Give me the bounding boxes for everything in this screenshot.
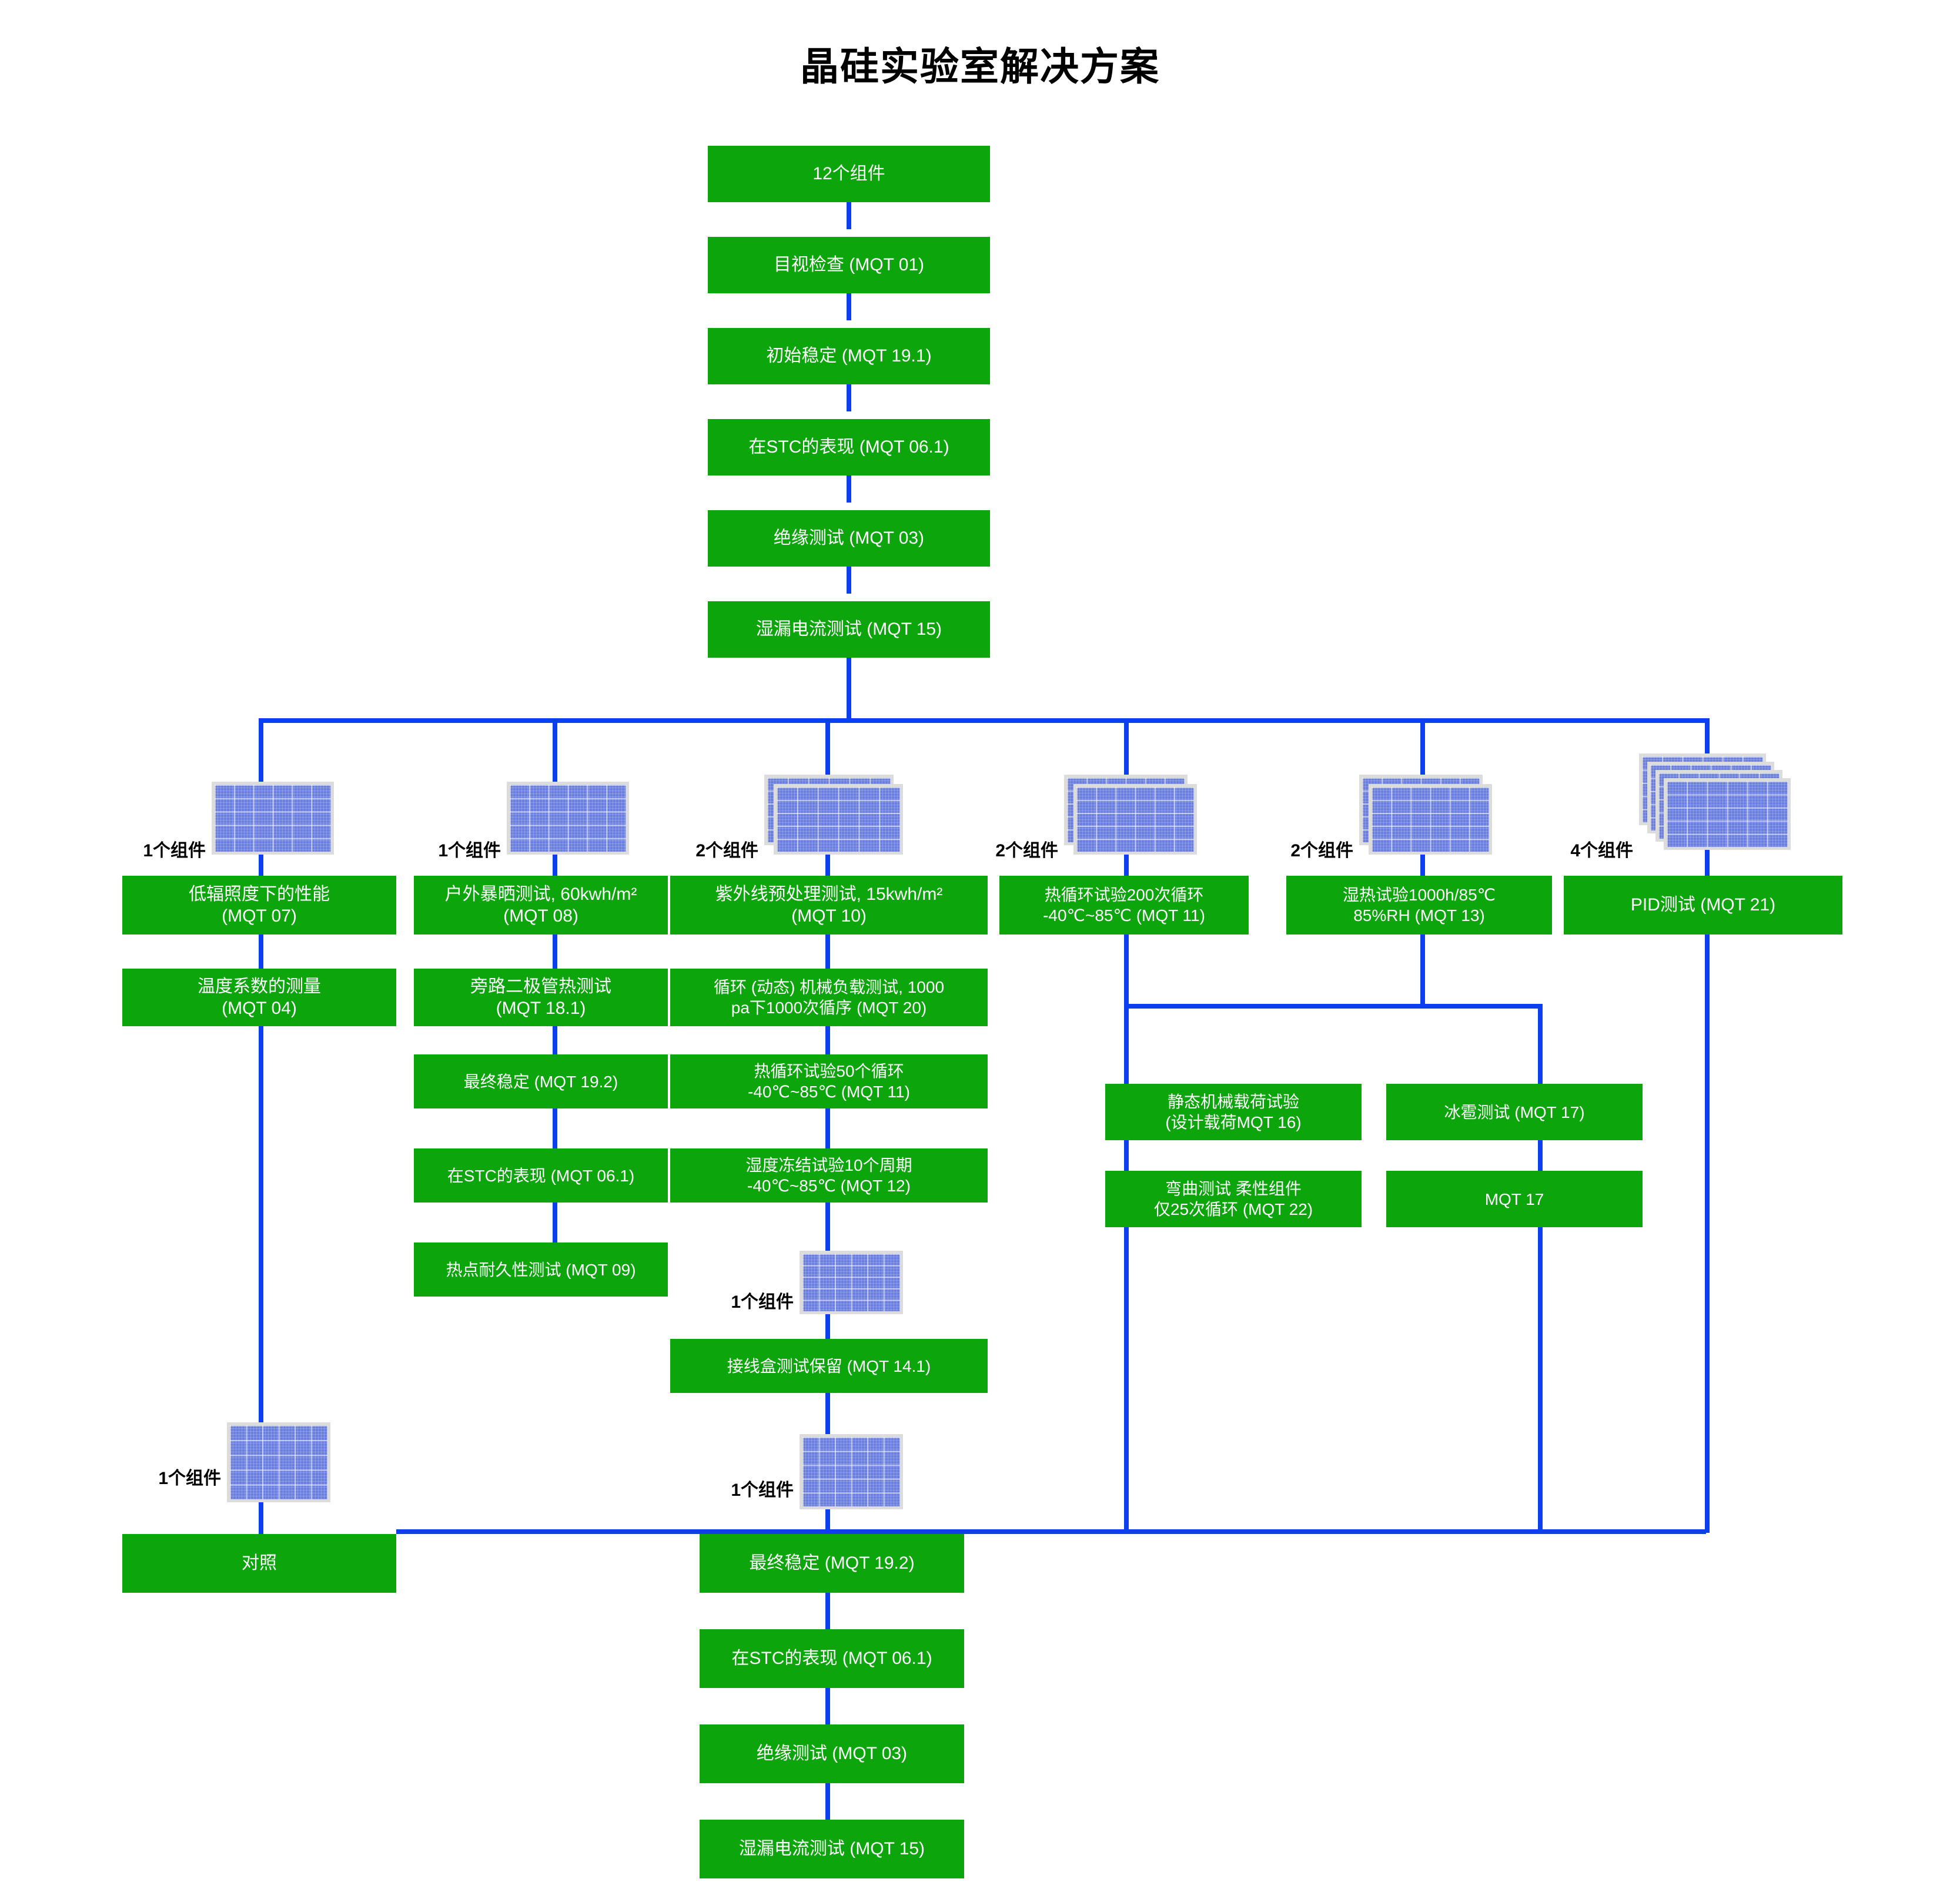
node-wet-leakage-1[interactable]: 湿漏电流测试 (MQT 15) bbox=[708, 601, 990, 658]
module-count-mid-1: 1个组件 bbox=[731, 1292, 794, 1312]
node-insulation-test-bottom[interactable]: 绝缘测试 (MQT 03) bbox=[700, 1724, 964, 1783]
solar-panel-stack-2c bbox=[1359, 775, 1500, 855]
solar-panel-icon-1 bbox=[212, 782, 334, 855]
module-count-1: 1个组件 bbox=[143, 841, 206, 860]
node-uv-preconditioning[interactable]: 紫外线预处理测试, 15kwh/m² (MQT 10) bbox=[670, 876, 988, 935]
connector-icon1-box bbox=[259, 846, 263, 877]
sub-branch-bus bbox=[1124, 1004, 1543, 1009]
solar-panel-icon-mid-1 bbox=[800, 1251, 903, 1314]
branch-drop-3 bbox=[825, 718, 830, 783]
solar-panel-icon-3b bbox=[774, 784, 903, 855]
bottom-bus bbox=[396, 1529, 1706, 1534]
connector-n4-n5 bbox=[847, 473, 851, 503]
branch-drop-6 bbox=[1705, 718, 1710, 777]
node-pid-test[interactable]: PID测试 (MQT 21) bbox=[1564, 876, 1842, 935]
connector-s4-bottom bbox=[1538, 1227, 1543, 1533]
module-count-2: 1个组件 bbox=[438, 841, 501, 860]
connector-n2-n3 bbox=[847, 291, 851, 320]
connector-n5-n6 bbox=[847, 564, 851, 594]
solar-panel-icon-control bbox=[227, 1422, 330, 1502]
connector-f2-f3 bbox=[825, 1688, 830, 1724]
solar-panel-icon-5b bbox=[1369, 784, 1492, 855]
node-low-irradiance[interactable]: 低辐照度下的性能 (MQT 07) bbox=[122, 876, 396, 935]
node-hail-test[interactable]: 冰雹测试 (MQT 17) bbox=[1386, 1084, 1643, 1140]
connector-col6-bottom bbox=[1705, 935, 1710, 1533]
connector-icon-control bbox=[259, 1498, 263, 1534]
branch-drop-4 bbox=[1124, 718, 1129, 783]
node-junction-box-test[interactable]: 接线盒测试保留 (MQT 14.1) bbox=[670, 1339, 988, 1393]
solar-panel-icon-2 bbox=[507, 782, 629, 855]
node-visual-inspection[interactable]: 目视检查 (MQT 01) bbox=[708, 237, 990, 293]
node-bypass-diode[interactable]: 旁路二极管热测试 (MQT 18.1) bbox=[414, 969, 668, 1026]
solar-panel-stack-2a bbox=[764, 775, 905, 855]
connector-icon2-box bbox=[553, 846, 557, 877]
connector-col1-down bbox=[259, 1026, 263, 1438]
connector-b3b-b3c bbox=[825, 1026, 830, 1054]
node-humidity-freeze[interactable]: 湿度冻结试验10个周期 -40℃~85℃ (MQT 12) bbox=[670, 1148, 988, 1203]
node-static-mechanical-load[interactable]: 静态机械载荷试验 (设计载荷MQT 16) bbox=[1105, 1084, 1362, 1140]
node-control-group[interactable]: 对照 bbox=[122, 1534, 396, 1593]
connector-b2c-b2d bbox=[553, 1108, 557, 1148]
connector-f1-f2 bbox=[825, 1593, 830, 1629]
module-count-mid-3: 1个组件 bbox=[158, 1469, 221, 1488]
connector-n6-bus bbox=[847, 655, 851, 720]
branch-bus bbox=[259, 718, 1710, 723]
node-initial-stabilization[interactable]: 初始稳定 (MQT 19.1) bbox=[708, 328, 990, 384]
branch-drop-5 bbox=[1420, 718, 1425, 783]
connector-s2-bottom bbox=[1124, 1227, 1129, 1533]
connector-b2d-b2e bbox=[553, 1203, 557, 1242]
connector-b3e-icon2 bbox=[825, 1393, 830, 1446]
branch-drop-1 bbox=[259, 718, 263, 795]
node-stc-performance-1[interactable]: 在STC的表现 (MQT 06.1) bbox=[708, 419, 990, 475]
page-title: 晶硅实验室解决方案 bbox=[800, 45, 1160, 88]
module-count-5: 2个组件 bbox=[1290, 841, 1353, 860]
connector-b3c-b3d bbox=[825, 1108, 830, 1148]
node-temp-coefficient[interactable]: 温度系数的测量 (MQT 04) bbox=[122, 969, 396, 1026]
solar-panel-stack-2b bbox=[1064, 775, 1205, 855]
connector-s3-s4 bbox=[1538, 1140, 1543, 1171]
connector-icon3-box bbox=[825, 846, 830, 877]
connector-n1-n2 bbox=[847, 200, 851, 229]
node-stc-performance-bottom[interactable]: 在STC的表现 (MQT 06.1) bbox=[700, 1629, 964, 1688]
connector-b2b-b2c bbox=[553, 1026, 557, 1054]
branch-drop-2 bbox=[553, 718, 557, 795]
node-bending-test[interactable]: 弯曲测试 柔性组件 仅25次循环 (MQT 22) bbox=[1105, 1171, 1362, 1227]
solar-panel-icon-4b bbox=[1073, 784, 1197, 855]
node-thermal-cycling-50[interactable]: 热循环试验50个循环 -40℃~85℃ (MQT 11) bbox=[670, 1054, 988, 1108]
connector-b1a-b1b bbox=[259, 935, 263, 969]
connector-icon2-final bbox=[825, 1505, 830, 1539]
connector-icon4-box bbox=[1124, 846, 1129, 877]
module-count-6: 4个组件 bbox=[1570, 841, 1633, 860]
module-count-3: 2个组件 bbox=[695, 841, 758, 860]
connector-n3-n4 bbox=[847, 382, 851, 411]
solar-panel-icon-6d bbox=[1664, 778, 1791, 850]
node-outdoor-exposure[interactable]: 户外暴晒测试, 60kwh/m² (MQT 08) bbox=[414, 876, 668, 935]
node-damp-heat[interactable]: 湿热试验1000h/85℃ 85%RH (MQT 13) bbox=[1286, 876, 1552, 935]
node-wet-leakage-bottom[interactable]: 湿漏电流测试 (MQT 15) bbox=[700, 1820, 964, 1878]
connector-icon5-box bbox=[1420, 846, 1425, 877]
node-insulation-test-1[interactable]: 绝缘测试 (MQT 03) bbox=[708, 510, 990, 567]
connector-s1-s2 bbox=[1124, 1140, 1129, 1171]
connector-col4-down bbox=[1124, 935, 1129, 1091]
connector-icon-b3e bbox=[825, 1309, 830, 1339]
node-stc-performance-col2[interactable]: 在STC的表现 (MQT 06.1) bbox=[414, 1148, 668, 1203]
solar-panel-stack-4 bbox=[1639, 753, 1792, 856]
connector-b2a-b2b bbox=[553, 935, 557, 969]
connector-icon6-box bbox=[1705, 840, 1710, 877]
connector-b3d-icon bbox=[825, 1203, 830, 1259]
node-thermal-cycling-200[interactable]: 热循环试验200次循环 -40℃~85℃ (MQT 11) bbox=[999, 876, 1249, 935]
node-12-modules[interactable]: 12个组件 bbox=[708, 146, 990, 202]
module-count-4: 2个组件 bbox=[995, 841, 1058, 860]
node-final-stabilization-col2[interactable]: 最终稳定 (MQT 19.2) bbox=[414, 1054, 668, 1108]
node-dynamic-mechanical-load[interactable]: 循环 (动态) 机械负载测试, 1000 pa下1000次循序 (MQT 20) bbox=[670, 969, 988, 1026]
node-hotspot-endurance[interactable]: 热点耐久性测试 (MQT 09) bbox=[414, 1242, 668, 1297]
sub-branch-drop-right bbox=[1538, 1004, 1543, 1092]
module-count-mid-2: 1个组件 bbox=[731, 1481, 794, 1500]
solar-panel-icon-mid-2 bbox=[800, 1434, 903, 1509]
connector-b3a-b3b bbox=[825, 935, 830, 969]
connector-f3-f4 bbox=[825, 1783, 830, 1820]
node-mqt-17[interactable]: MQT 17 bbox=[1386, 1171, 1643, 1227]
node-final-stabilization-bottom[interactable]: 最终稳定 (MQT 19.2) bbox=[700, 1534, 964, 1593]
connector-col5-down bbox=[1420, 935, 1425, 1006]
